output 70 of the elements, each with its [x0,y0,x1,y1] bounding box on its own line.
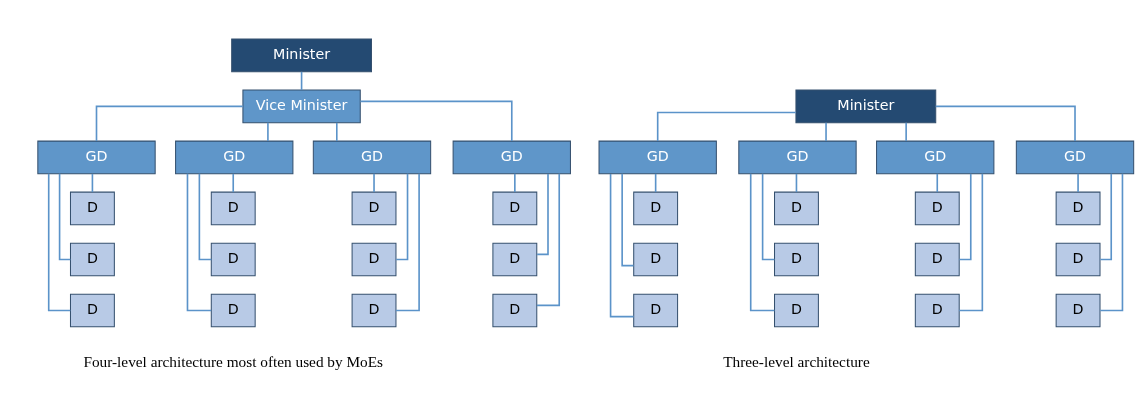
node-box: D [1055,191,1101,225]
node-box: GD [738,140,857,174]
connector [761,172,776,260]
node-box: D [210,242,256,276]
connector [395,172,409,260]
node-box: GD [876,140,995,174]
node-box: Minister [231,38,372,72]
node-box: GD [175,140,294,174]
node-box: Minister [795,89,937,123]
connector [232,172,235,193]
connector [514,172,516,193]
node-box: GD [37,140,156,174]
connector [91,172,94,193]
connector [936,172,939,193]
connector [621,172,635,266]
connector [267,121,269,142]
node-box: D [914,191,960,225]
connector [536,172,561,306]
node-box: D [492,293,538,327]
node-box: D [774,242,819,276]
connector [825,121,827,142]
node-box: D [210,191,256,225]
node-box: D [774,191,819,225]
label: Three-level architecture [723,352,870,370]
node-box: D [774,293,819,327]
node-box: D [351,191,397,225]
node-box: GD [1015,140,1135,174]
node-box: D [914,293,960,327]
connector [335,121,338,142]
connector [395,172,420,311]
node-box: D [633,293,679,327]
node-box: GD [312,140,432,174]
label: Four-level architecture most often used by MoEs [83,352,384,370]
connector [300,70,303,91]
node-box: D [69,293,115,327]
node-box: D [492,242,538,276]
connector [958,172,972,260]
node-box: GD [598,140,717,174]
connector [1099,172,1113,260]
node-box: D [633,191,679,225]
connector [373,172,375,193]
connector [934,105,1076,142]
connector [958,172,984,311]
connector [359,100,513,142]
node-box: Vice Minister [242,89,361,123]
connector [536,172,549,255]
connector [186,172,212,311]
node-box: D [1055,242,1101,276]
connector [47,172,72,311]
connector [58,172,72,260]
connector [654,172,657,193]
node-box: D [69,191,115,225]
node-box: D [210,293,256,327]
node-box: D [351,293,397,327]
connector [905,121,907,142]
node-box: D [69,242,115,276]
node-box: D [914,242,960,276]
node-box: GD [452,140,571,174]
connector [1077,172,1079,193]
connector [795,172,798,193]
node-box: D [633,242,679,276]
node-box: D [351,242,397,276]
connector [1099,172,1124,311]
connector [749,172,776,311]
connector [95,105,244,142]
connector [198,172,213,260]
node-box: D [1055,293,1101,327]
connector [609,172,635,317]
node-box: D [492,191,538,225]
connector [656,111,797,142]
